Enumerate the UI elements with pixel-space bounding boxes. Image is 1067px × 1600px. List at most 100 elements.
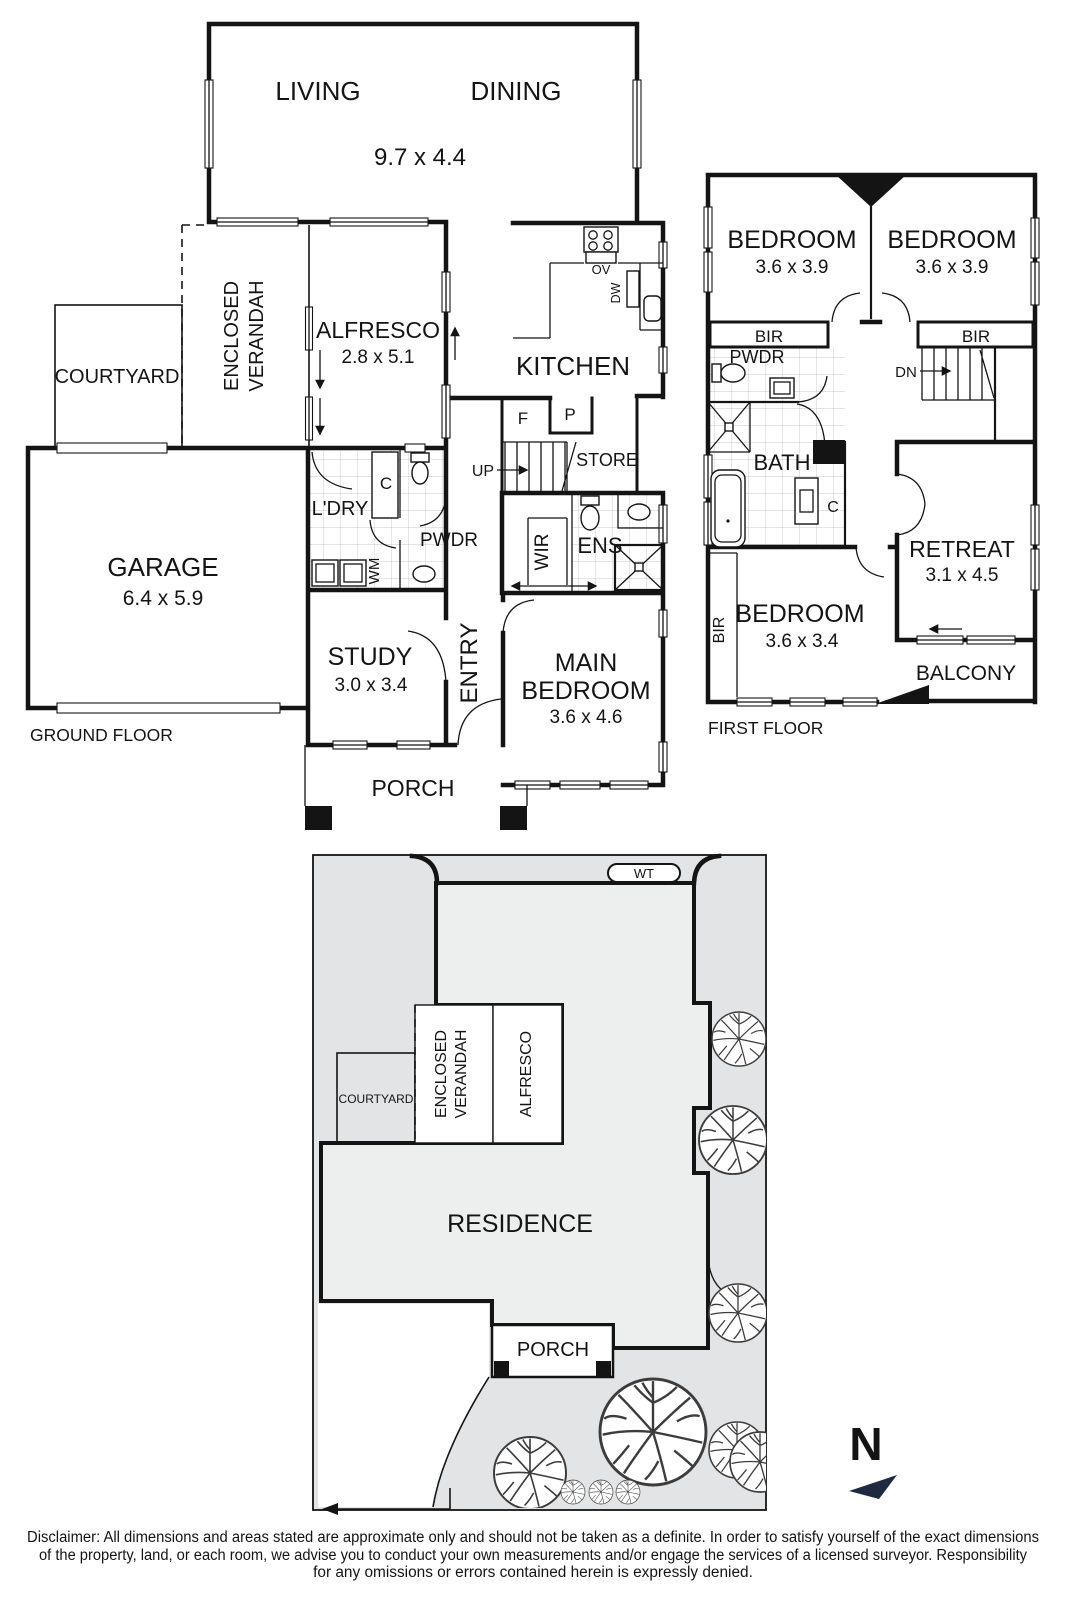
shower	[613, 543, 665, 592]
bedroom-rear-dims: 3.6 x 3.4	[766, 631, 839, 652]
bir-right-label: BIR	[962, 327, 990, 346]
garage-door	[56, 702, 281, 714]
ground-floor-doors	[311, 451, 535, 746]
retreat-label: RETREAT	[909, 536, 1015, 562]
entry-label: ENTRY	[456, 623, 483, 704]
first-floor-doors	[796, 292, 962, 634]
wm-label: WM	[366, 558, 383, 585]
site-courtyard-label: COURTYARD	[339, 1092, 414, 1106]
bedroom-left-dims: 3.6 x 3.9	[756, 257, 829, 278]
disclaimer: Disclaimer: All dimensions and areas sta…	[27, 1529, 1039, 1581]
laundry-trough	[311, 559, 367, 587]
kitchen-label: KITCHEN	[516, 351, 630, 381]
ground-porch	[304, 745, 528, 830]
bir-left-label: BIR	[755, 327, 783, 346]
basin	[627, 503, 651, 521]
powder-label: PWDR	[420, 530, 478, 551]
ensuite-fixtures	[510, 493, 665, 593]
bir-right-box	[916, 320, 1035, 349]
shower	[707, 401, 751, 453]
driveway	[318, 1304, 489, 1507]
bedroom-right-label: BEDROOM	[887, 226, 1016, 254]
retreat-dims: 3.1 x 4.5	[926, 565, 999, 586]
study-dims: 3.0 x 3.4	[335, 675, 408, 696]
courtyard-label: COURTYARD	[55, 366, 180, 388]
curved-walls	[409, 853, 722, 886]
ensuite-label: ENS	[577, 533, 622, 558]
wall-fill	[813, 440, 845, 464]
kitchen-bench	[513, 226, 663, 339]
pantry-label: P	[564, 405, 575, 424]
water-tank	[607, 863, 681, 883]
site-verandah-label-2: VERANDAH	[453, 1030, 470, 1119]
bathtub	[710, 469, 746, 548]
disclaimer-line-3: for any omissions or errors contained he…	[313, 1564, 753, 1581]
bedroom-right-dims: 3.6 x 3.9	[916, 257, 989, 278]
corner-fill	[875, 685, 929, 704]
oven-label: OV	[592, 262, 611, 277]
laundry-fixtures	[311, 448, 436, 590]
verandah-label-2: VERANDAH	[246, 280, 268, 391]
cooktop	[583, 226, 619, 253]
balcony-label: BALCONY	[916, 662, 1016, 685]
gable-marker	[836, 175, 906, 207]
ground-floor-title: GROUND FLOOR	[30, 725, 173, 745]
toilet	[711, 363, 746, 383]
dishwasher	[626, 270, 640, 308]
disclaimer-line-2: of the property, land, or each room, we …	[39, 1547, 1027, 1564]
up-label: UP	[472, 463, 494, 480]
north-arrow-icon	[849, 1475, 897, 1499]
powder-label: PWDR	[730, 347, 785, 367]
vanity	[794, 477, 819, 525]
alfresco-label: ALFRESCO	[316, 317, 440, 343]
dishwasher-label: DW	[609, 282, 623, 303]
main-bedroom-label-2: BEDROOM	[521, 677, 650, 705]
cupboard	[371, 451, 399, 519]
porch-label: PORCH	[371, 775, 454, 801]
north-indicator: N	[849, 1418, 897, 1499]
study-label: STUDY	[328, 643, 413, 671]
first-floor-fixtures	[707, 363, 819, 548]
laundry-label: L'DRY	[312, 498, 369, 520]
cupboard-label: C	[827, 499, 839, 516]
verandah-label-1: ENCLOSED	[221, 281, 243, 391]
first-floor-walls	[705, 172, 1038, 705]
bir-left-box	[708, 320, 830, 349]
garage-window	[56, 442, 168, 454]
bedroom-rear-label: BEDROOM	[735, 600, 864, 628]
site-verandah-label-1: ENCLOSED	[433, 1030, 450, 1118]
site-alfresco-box	[492, 1004, 563, 1144]
toilet	[410, 452, 430, 485]
disclaimer-line-1: Disclaimer: All dimensions and areas sta…	[27, 1529, 1039, 1546]
residence-label: RESIDENCE	[447, 1210, 593, 1238]
cupboard-label: C	[380, 474, 392, 493]
dining-label: DINING	[471, 76, 562, 106]
fridge-label: F	[518, 409, 528, 428]
dn-label: DN	[895, 364, 917, 381]
water-tank-label: WT	[634, 866, 654, 881]
main-bedroom-label-1: MAIN	[555, 649, 618, 677]
wir-label: WIR	[532, 534, 553, 571]
ground-floor-arrows	[315, 326, 529, 475]
toilet	[580, 495, 600, 531]
garage-dims: 6.4 x 5.9	[123, 587, 204, 610]
living-label: LIVING	[275, 76, 360, 106]
bath-label: BATH	[753, 450, 810, 475]
site-plan: WT COURTYARD ENCLOSED VERANDAH ALFRESCO …	[312, 853, 767, 1515]
ground-floor-windows	[56, 79, 668, 790]
site-porch-label: PORCH	[517, 1339, 589, 1361]
vanity	[769, 377, 795, 399]
stairs-down	[920, 348, 995, 401]
site-porch	[490, 1323, 615, 1379]
first-floor-plan: BEDROOM 3.6 x 3.9 BEDROOM 3.6 x 3.9 BIR …	[703, 172, 1040, 738]
first-floor-title: FIRST FLOOR	[708, 718, 823, 738]
site-alfresco-label: ALFRESCO	[518, 1031, 535, 1117]
site-verandah-box	[414, 1004, 494, 1144]
frontage-arrow	[322, 1488, 451, 1515]
garage-label: GARAGE	[107, 552, 218, 582]
main-bedroom-dims: 3.6 x 4.6	[550, 707, 623, 728]
first-floor-windows	[703, 206, 1040, 707]
living-dining-dims: 9.7 x 4.4	[374, 144, 466, 171]
